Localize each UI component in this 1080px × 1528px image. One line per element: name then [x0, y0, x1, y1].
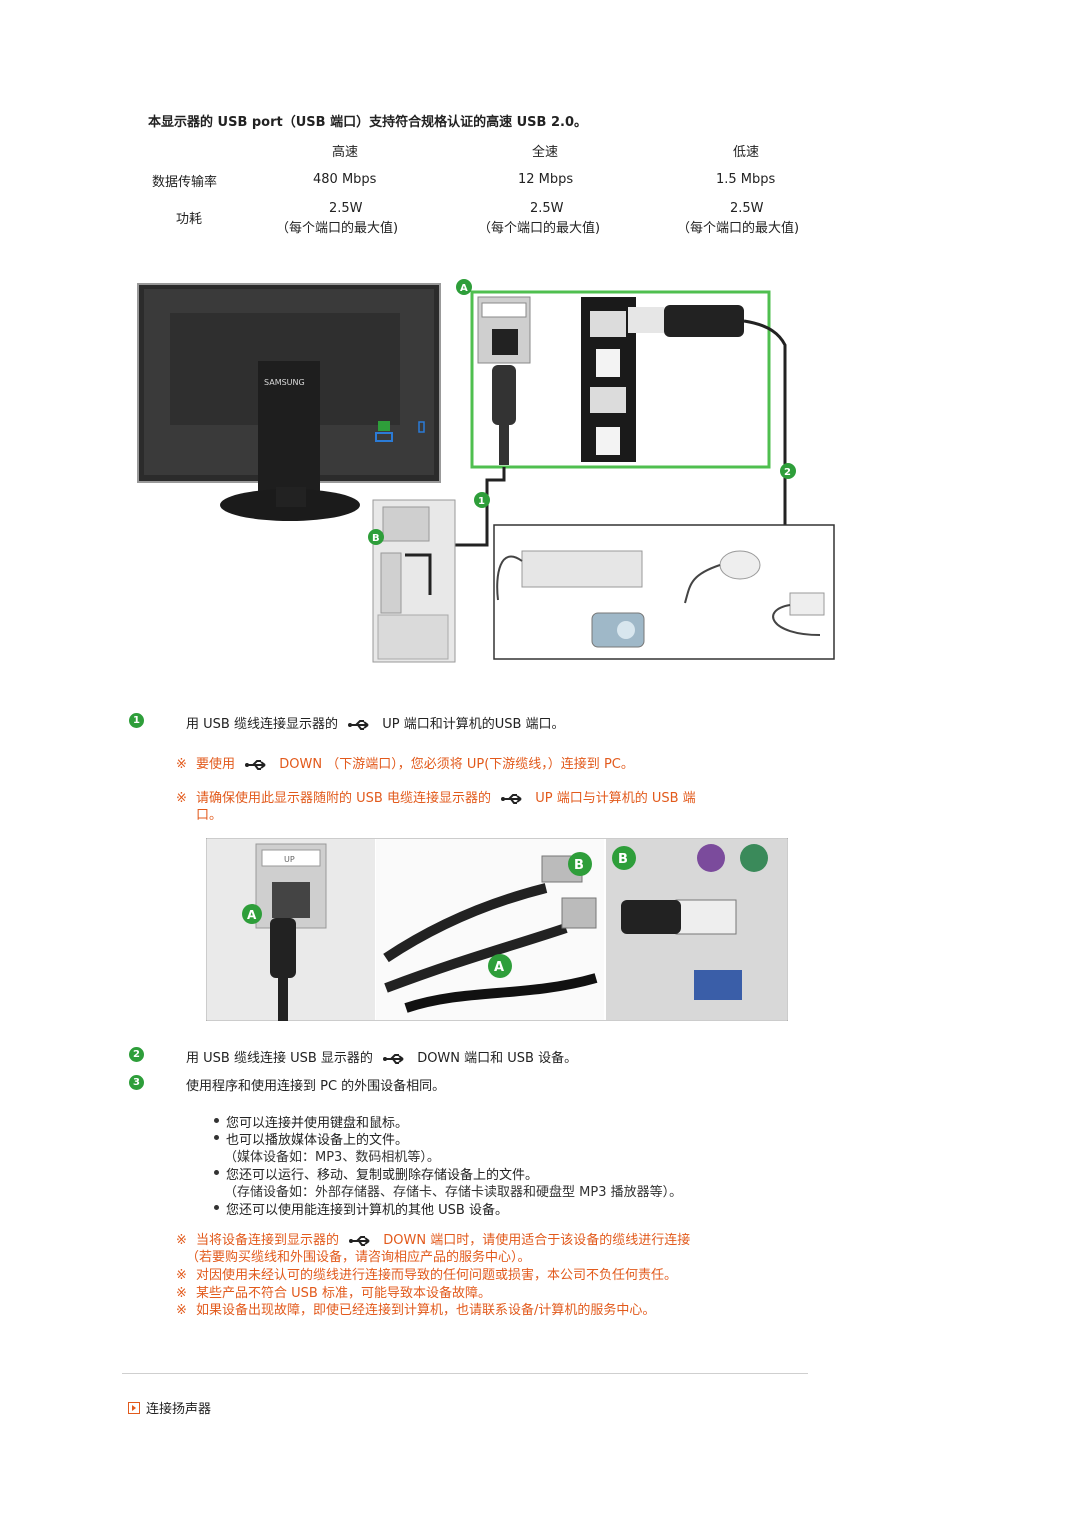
label-b-badge [368, 529, 384, 545]
note-supplied-cable-line2: 口。 [196, 808, 223, 823]
power-full-note: （每个端口的最大值) [478, 221, 601, 236]
cable-photo-svg: UP A B A B [205, 837, 789, 1022]
data-rate-full: 12 Mbps [518, 172, 574, 187]
header-low-speed: 低速 [733, 145, 760, 160]
num-2-text: 2 [784, 467, 791, 478]
connection-diagram-svg: SAMSUNG [137, 279, 835, 663]
note-liability: ※ 对因使用未经认可的缆线进行连接而导致的任何问题或损害，本公司不负任何责任。 [176, 1264, 677, 1283]
step-1-badge: 1 [129, 713, 144, 728]
note-b4: 如果设备出现故障，即使已经连接到计算机，也请联系设备/计算机的服务中心。 [196, 1303, 656, 1318]
note-mark: ※ [176, 757, 187, 772]
connect-speakers-link[interactable]: 连接扬声器 [128, 1398, 211, 1417]
step-3-text: 使用程序和使用连接到 PC 的外围设备相同。 [186, 1079, 446, 1094]
note-b2: 对因使用未经认可的缆线进行连接而导致的任何问题或损害，本公司不负任何责任。 [196, 1268, 678, 1283]
usb-icon [349, 1235, 370, 1246]
arrow-right-icon [128, 1402, 140, 1414]
note-down-cable-line2: （若要购买缆线和外围设备，请咨询相应产品的服务中心）。 [186, 1250, 531, 1265]
bullet-storage-sub: （存储设备如：外部存储器、存储卡、存储卡读取器和硬盘型 MP3 播放器等）。 [224, 1185, 683, 1200]
header-full-speed: 全速 [532, 145, 559, 160]
note-mark: ※ [176, 791, 187, 806]
usb-icon [245, 759, 266, 770]
usb-icon [383, 1053, 404, 1064]
photo-label-a2: A [494, 960, 504, 975]
row-label-data-rate: 数据传输率 [152, 175, 218, 190]
note-non-standard: ※ 某些产品不符合 USB 标准，可能导致本设备故障。 [176, 1282, 491, 1301]
note-mark: ※ [176, 1286, 187, 1301]
label-a-text: A [460, 283, 468, 294]
note-b1-post: DOWN 端口时，请使用适合于该设备的缆线进行连接 [383, 1233, 691, 1248]
usb-up-port-closeup [477, 296, 531, 465]
bullet-media: 也可以播放媒体设备上的文件。 [213, 1129, 408, 1148]
note-2-post: UP 端口与计算机的 USB 端 [535, 791, 696, 806]
step-2-post: DOWN 端口和 USB 设备。 [417, 1051, 578, 1066]
power-high: 2.5W [329, 201, 363, 216]
note-down-port: ※ 要使用 DOWN （下游端口），您必须将 UP(下游缆线，）连接到 PC。 [176, 753, 634, 772]
monitor-illustration: SAMSUNG [137, 283, 441, 521]
pc-illustration [372, 499, 456, 663]
step-2-text: 用 USB 缆线连接 USB 显示器的 DOWN 端口和 USB 设备。 [186, 1047, 577, 1066]
num-2-badge [780, 463, 796, 479]
section-divider [122, 1373, 808, 1374]
note-1-pre: 要使用 [196, 757, 236, 772]
connect-speakers-label: 连接扬声器 [146, 1402, 212, 1417]
photo-port-up-text: UP [284, 855, 295, 864]
external-drive-illustration [772, 592, 825, 636]
camera-illustration [591, 612, 645, 648]
data-rate-high: 480 Mbps [313, 172, 377, 187]
note-supplied-cable: ※ 请确保使用此显示器随附的 USB 电缆连接显示器的 UP 端口与计算机的 US… [176, 787, 696, 806]
note-service-center: ※ 如果设备出现故障，即使已经连接到计算机，也请联系设备/计算机的服务中心。 [176, 1299, 655, 1318]
row-label-power: 功耗 [176, 212, 203, 227]
note-down-cable: ※ 当将设备连接到显示器的 DOWN 端口时，请使用适合于该设备的缆线进行连接 [176, 1229, 690, 1248]
label-b-text: B [372, 533, 380, 544]
note-mark: ※ [176, 1303, 187, 1318]
note-1-post: DOWN （下游端口），您必须将 UP(下游缆线，）连接到 PC。 [279, 757, 634, 772]
num-1-badge [474, 492, 490, 508]
step-1-text: 用 USB 缆线连接显示器的 UP 端口和计算机的USB 端口。 [186, 713, 565, 732]
note-b1-pre: 当将设备连接到显示器的 [196, 1233, 340, 1248]
photo-label-b: B [574, 858, 584, 873]
step-1-pre: 用 USB 缆线连接显示器的 [186, 717, 338, 732]
step-1-post: UP 端口和计算机的USB 端口。 [382, 717, 565, 732]
svg-text:SAMSUNG: SAMSUNG [264, 378, 305, 387]
header-high-speed: 高速 [332, 145, 359, 160]
step-2-pre: 用 USB 缆线连接 USB 显示器的 [186, 1051, 373, 1066]
bullet-other-usb: 您还可以使用能连接到计算机的其他 USB 设备。 [214, 1199, 508, 1218]
mouse-illustration [684, 550, 761, 604]
usb-speed-table: 高速 全速 低速 数据传输率 480 Mbps 12 Mbps 1.5 Mbps… [0, 0, 1080, 240]
photo-label-b2: B [618, 852, 628, 867]
bullet-keyboard-mouse: 您可以连接并使用键盘和鼠标。 [213, 1112, 408, 1131]
intro-text: 本显示器的 USB port（USB 端口）支持符合规格认证的高速 USB 2.… [148, 115, 588, 130]
power-low: 2.5W [730, 201, 764, 216]
label-a-badge [456, 279, 472, 295]
data-rate-low: 1.5 Mbps [716, 172, 776, 187]
usb-down-ports-closeup [581, 297, 787, 527]
bullet-media-sub: （媒体设备如：MP3、数码相机等）。 [224, 1150, 440, 1165]
note-2-pre: 请确保使用此显示器随附的 USB 电缆连接显示器的 [196, 791, 491, 806]
photo-label-a: A [247, 908, 257, 922]
power-high-note: （每个端口的最大值) [276, 221, 399, 236]
keyboard-illustration [496, 550, 643, 601]
usb-icon [348, 719, 369, 730]
note-b3: 某些产品不符合 USB 标准，可能导致本设备故障。 [196, 1286, 491, 1301]
usb-icon [501, 793, 522, 804]
bullet-storage: 您还可以运行、移动、复制或删除存储设备上的文件。 [213, 1164, 538, 1183]
power-low-note: （每个端口的最大值) [677, 221, 800, 236]
power-full: 2.5W [530, 201, 564, 216]
step-2-badge: 2 [129, 1047, 144, 1062]
cable-photo-strip: UP A B A B [205, 837, 789, 1022]
num-1-text: 1 [478, 496, 485, 507]
connection-diagram: SAMSUNG [130, 275, 840, 670]
note-mark: ※ [176, 1233, 187, 1248]
note-mark: ※ [176, 1268, 187, 1283]
step-3-badge: 3 [129, 1075, 144, 1090]
